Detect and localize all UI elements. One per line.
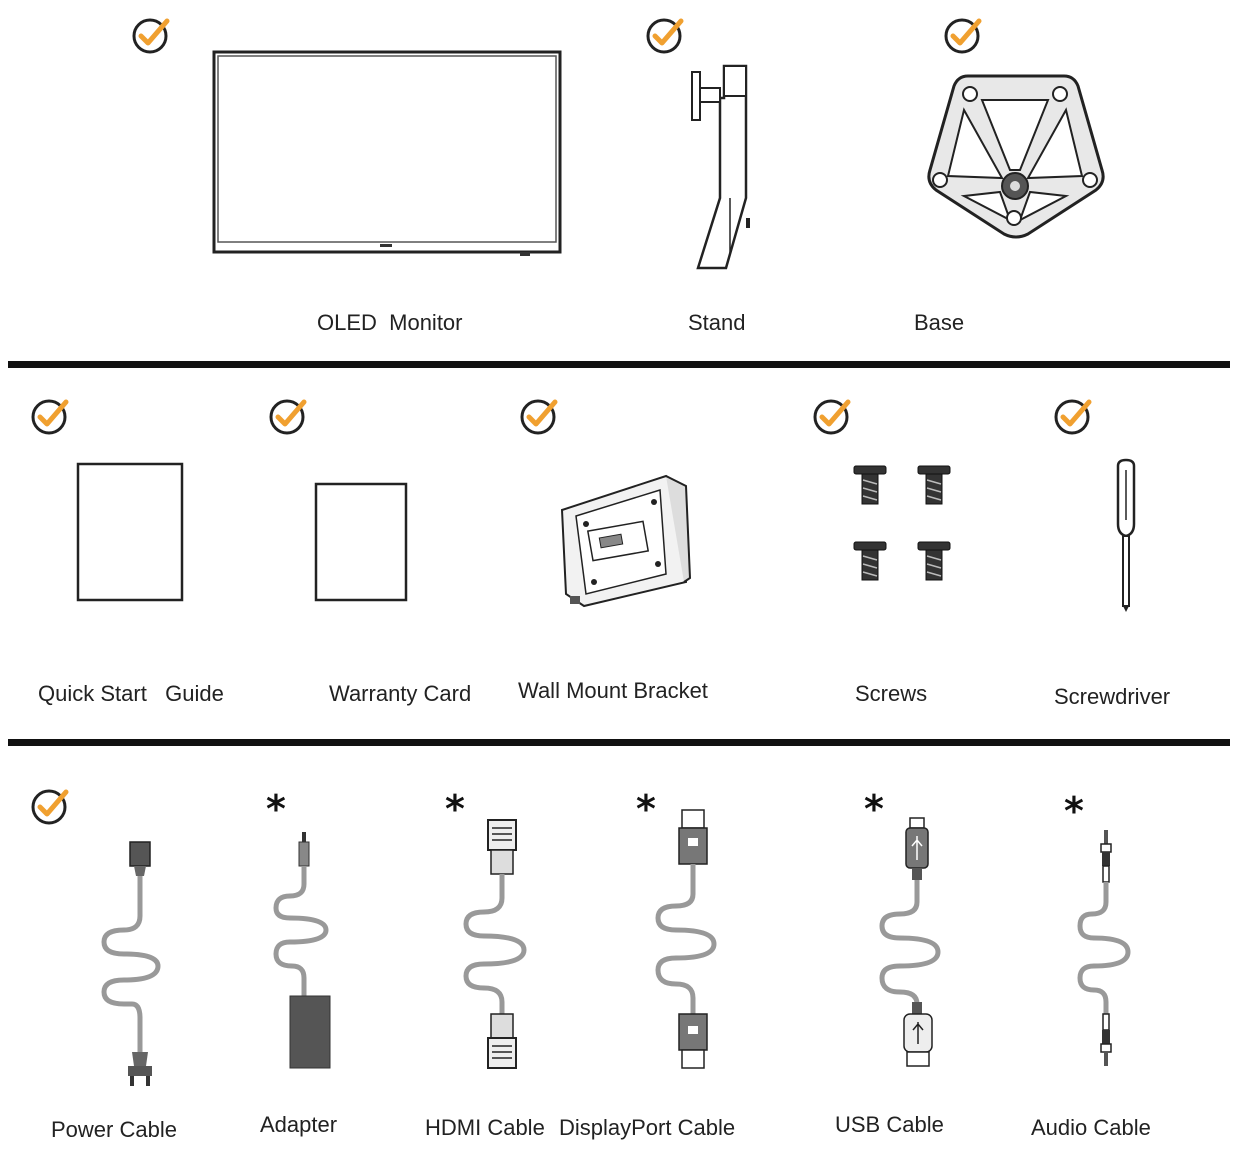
optional-asterisk: * xyxy=(636,787,656,831)
item-label-displayport-cable: DisplayPort Cable xyxy=(559,1115,736,1140)
item-label-hdmi-cable: HDMI Cable xyxy=(425,1115,545,1140)
hdmi-cable-icon xyxy=(463,819,527,1069)
item-label-screws: Screws xyxy=(855,681,928,706)
check-icon xyxy=(519,396,559,436)
stand-icon xyxy=(691,64,750,270)
check-icon xyxy=(131,15,171,55)
power-cable-icon xyxy=(101,841,161,1086)
screws-icon xyxy=(853,465,951,581)
check-icon xyxy=(812,396,852,436)
item-label-wall-mount-bracket: Wall Mount Bracket xyxy=(518,678,708,703)
section-divider xyxy=(8,361,1230,368)
item-label-quick-start-guide: Quick Start Guide xyxy=(38,681,224,706)
item-label-adapter: Adapter xyxy=(260,1112,338,1137)
item-label-base: Base xyxy=(914,310,965,335)
optional-asterisk: * xyxy=(1064,789,1084,833)
warranty-card-icon xyxy=(314,482,408,602)
check-icon xyxy=(30,396,70,436)
item-label-audio-cable: Audio Cable xyxy=(1031,1115,1151,1140)
item-label-usb-cable: USB Cable xyxy=(835,1112,944,1137)
section-divider xyxy=(8,739,1230,746)
check-icon xyxy=(30,786,70,826)
item-label-oled-monitor: OLED Monitor xyxy=(317,310,463,335)
adapter-icon xyxy=(273,832,331,1069)
displayport-cable-icon xyxy=(655,809,717,1069)
item-label-power-cable: Power Cable xyxy=(51,1117,177,1142)
screwdriver-icon xyxy=(1116,458,1136,612)
check-icon xyxy=(943,15,983,55)
quick-start-guide-icon xyxy=(76,462,184,602)
check-icon xyxy=(1053,396,1093,436)
item-label-screwdriver: Screwdriver xyxy=(1054,684,1171,709)
base-icon xyxy=(927,74,1105,239)
check-icon xyxy=(645,15,685,55)
check-icon xyxy=(268,396,308,436)
usb-cable-icon xyxy=(879,817,941,1067)
optional-asterisk: * xyxy=(266,787,286,831)
wall-mount-bracket-icon xyxy=(560,474,692,608)
item-label-stand: Stand xyxy=(688,310,746,335)
optional-asterisk: * xyxy=(445,787,465,831)
item-label-warranty-card: Warranty Card xyxy=(329,681,472,706)
audio-cable-icon xyxy=(1077,830,1131,1066)
monitor-icon xyxy=(212,50,562,256)
optional-asterisk: * xyxy=(864,787,884,831)
